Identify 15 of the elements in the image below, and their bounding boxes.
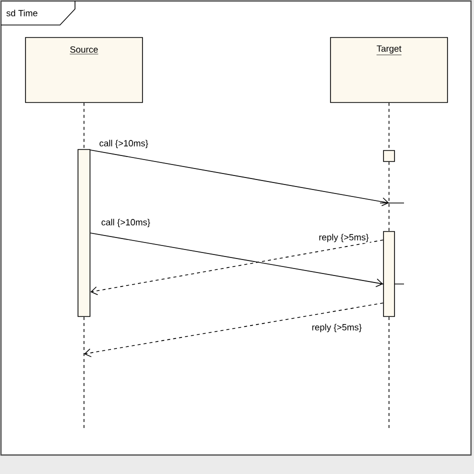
message-arrow [90,150,389,206]
activation-bar [383,231,395,317]
activation-bar [78,149,90,317]
lifeline [388,162,390,232]
lifeline-box: Source [25,37,143,103]
edge-label: reply {>5ms} [319,234,369,242]
lifeline [388,102,390,150]
reply-arrow [90,240,384,296]
edge-label: reply {>5ms} [312,324,362,332]
message-arrow [90,232,384,288]
edge-label: call {>10ms} [100,140,148,148]
state-box [383,150,395,162]
reply-arrow [84,302,384,358]
lifeline-box: Target [330,37,448,103]
edge-label: call {>10ms} [102,218,150,228]
